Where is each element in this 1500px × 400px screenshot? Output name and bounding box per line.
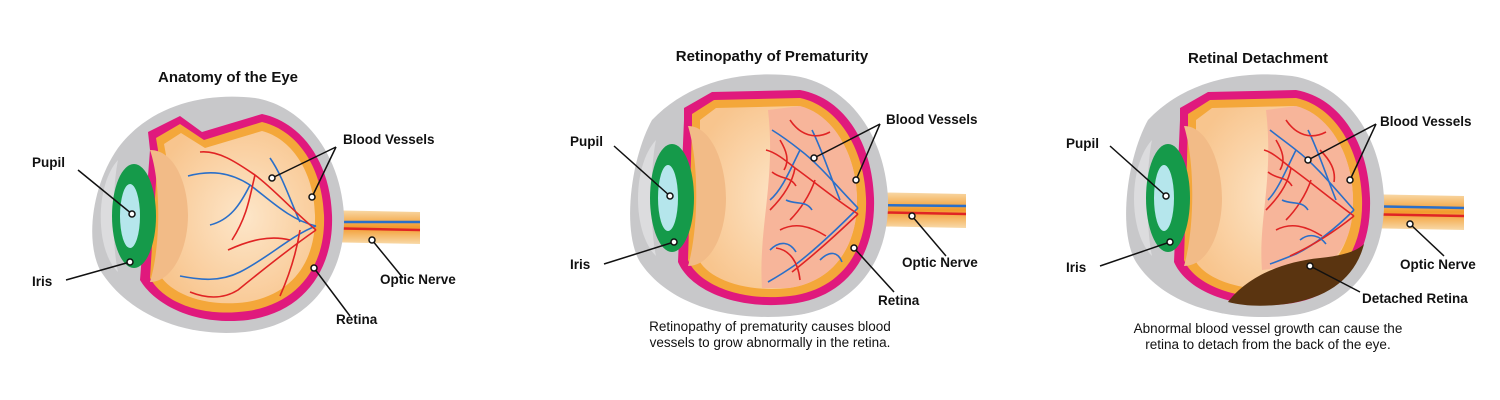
cornea-shape: [1134, 140, 1152, 256]
caption-line-1: Retinopathy of prematurity causes blood: [649, 319, 891, 334]
retinal-vessels: [179, 151, 317, 298]
label-detached-retina: Detached Retina: [1362, 291, 1468, 306]
label-optic-nerve: Optic Nerve: [902, 255, 978, 270]
label-pupil: Pupil: [570, 134, 603, 149]
panel-title: Retinopathy of Prematurity: [676, 48, 869, 65]
label-iris: Iris: [570, 257, 590, 272]
label-blood-vessels: Blood Vessels: [343, 132, 435, 147]
caption-line-1: Abnormal blood vessel growth can cause t…: [1134, 321, 1403, 336]
eye-illustration: [630, 74, 967, 317]
panel-title: Anatomy of the Eye: [158, 69, 298, 86]
label-pupil: Pupil: [32, 155, 65, 170]
eye-illustration: [1126, 74, 1465, 317]
label-iris: Iris: [32, 274, 52, 289]
label-pupil: Pupil: [1066, 136, 1099, 151]
retinal-vessels: [765, 119, 859, 283]
label-blood-vessels: Blood Vessels: [886, 112, 978, 127]
cornea-shape: [100, 160, 118, 272]
lens-shape: [1184, 126, 1222, 266]
lens-shape: [150, 150, 188, 282]
cornea-shape: [638, 140, 656, 256]
panel-title: Retinal Detachment: [1188, 50, 1328, 67]
panel-anatomy: Anatomy of the Eye: [32, 69, 456, 333]
detached-retina-shape: [1228, 244, 1364, 306]
caption-line-2: retina to detach from the back of the ey…: [1145, 337, 1390, 352]
label-retina: Retina: [878, 293, 920, 308]
lens-shape: [688, 126, 726, 266]
panel-retinopathy: Retinopathy of Prematurity: [570, 48, 978, 350]
label-iris: Iris: [1066, 260, 1086, 275]
label-retina: Retina: [336, 312, 378, 327]
leader-lines: [1099, 123, 1445, 293]
leader-lines: [603, 123, 947, 293]
label-blood-vessels: Blood Vessels: [1380, 114, 1472, 129]
caption-line-2: vessels to grow abnormally in the retina…: [650, 335, 891, 350]
label-optic-nerve: Optic Nerve: [1400, 257, 1476, 272]
leader-lines: [65, 146, 404, 317]
label-optic-nerve: Optic Nerve: [380, 272, 456, 287]
panel-retinal-detachment: Retinal Detachment: [1066, 50, 1476, 352]
retinal-vessels: [1263, 119, 1355, 265]
